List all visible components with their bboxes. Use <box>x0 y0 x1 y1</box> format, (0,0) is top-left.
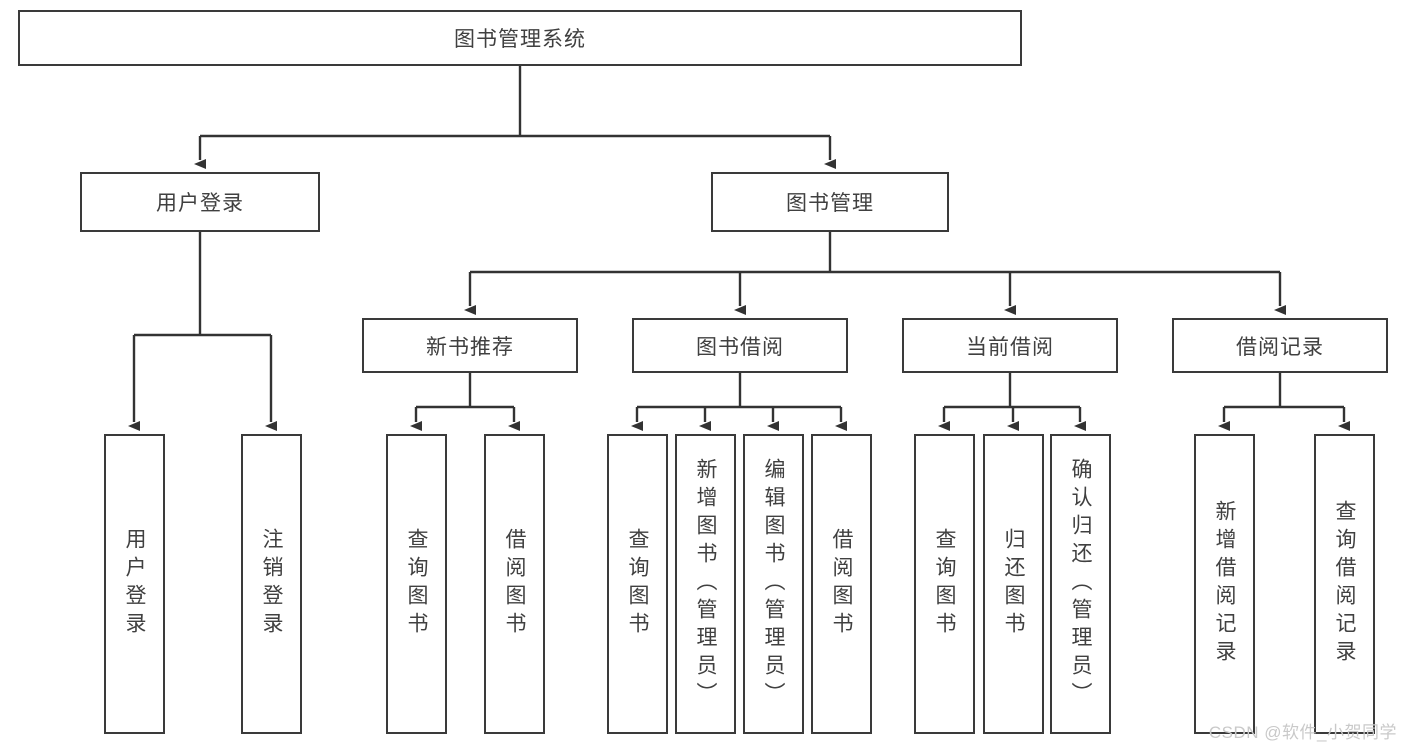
node-book-borrow-label: 图书借阅 <box>696 335 784 359</box>
node-leaf-query-book-3-label: 查询图书 <box>933 528 956 640</box>
node-leaf-confirm-return-label: 确认归还（管理员） <box>1069 458 1092 710</box>
node-leaf-return-book[interactable]: 归还图书 <box>983 434 1044 734</box>
node-current-borrow[interactable]: 当前借阅 <box>902 318 1118 373</box>
node-leaf-user-login[interactable]: 用户登录 <box>104 434 165 734</box>
node-new-book-recommend[interactable]: 新书推荐 <box>362 318 578 373</box>
node-book-borrow[interactable]: 图书借阅 <box>632 318 848 373</box>
node-leaf-query-book-2[interactable]: 查询图书 <box>607 434 668 734</box>
node-current-borrow-label: 当前借阅 <box>966 335 1054 359</box>
node-leaf-query-record-label: 查询借阅记录 <box>1333 500 1356 668</box>
node-borrow-record-label: 借阅记录 <box>1236 335 1324 359</box>
node-root[interactable]: 图书管理系统 <box>18 10 1022 66</box>
node-leaf-borrow-book-1[interactable]: 借阅图书 <box>484 434 545 734</box>
watermark-text: CSDN @软件_小贺同学 <box>1208 723 1397 742</box>
node-leaf-edit-book-label: 编辑图书（管理员） <box>762 458 785 710</box>
node-leaf-add-record-label: 新增借阅记录 <box>1213 500 1236 668</box>
node-borrow-record[interactable]: 借阅记录 <box>1172 318 1388 373</box>
node-leaf-borrow-book-2[interactable]: 借阅图书 <box>811 434 872 734</box>
node-leaf-borrow-book-2-label: 借阅图书 <box>830 528 853 640</box>
node-user-login-label: 用户登录 <box>156 192 244 215</box>
node-leaf-edit-book[interactable]: 编辑图书（管理员） <box>743 434 804 734</box>
node-user-login[interactable]: 用户登录 <box>80 172 320 232</box>
node-leaf-borrow-book-1-label: 借阅图书 <box>503 528 526 640</box>
node-leaf-query-book-1[interactable]: 查询图书 <box>386 434 447 734</box>
node-leaf-add-book[interactable]: 新增图书（管理员） <box>675 434 736 734</box>
node-leaf-query-book-1-label: 查询图书 <box>405 528 428 640</box>
node-leaf-user-logout[interactable]: 注销登录 <box>241 434 302 734</box>
node-leaf-return-book-label: 归还图书 <box>1002 528 1025 640</box>
node-leaf-query-book-3[interactable]: 查询图书 <box>914 434 975 734</box>
node-leaf-query-record[interactable]: 查询借阅记录 <box>1314 434 1375 734</box>
node-root-label: 图书管理系统 <box>454 28 586 51</box>
node-leaf-query-book-2-label: 查询图书 <box>626 528 649 640</box>
node-leaf-confirm-return[interactable]: 确认归还（管理员） <box>1050 434 1111 734</box>
node-leaf-user-login-label: 用户登录 <box>123 528 146 640</box>
node-leaf-user-logout-label: 注销登录 <box>260 528 283 640</box>
node-book-manage-label: 图书管理 <box>786 192 874 215</box>
node-leaf-add-record[interactable]: 新增借阅记录 <box>1194 434 1255 734</box>
node-leaf-add-book-label: 新增图书（管理员） <box>694 458 717 710</box>
node-new-book-recommend-label: 新书推荐 <box>426 335 514 359</box>
node-book-manage[interactable]: 图书管理 <box>711 172 949 232</box>
